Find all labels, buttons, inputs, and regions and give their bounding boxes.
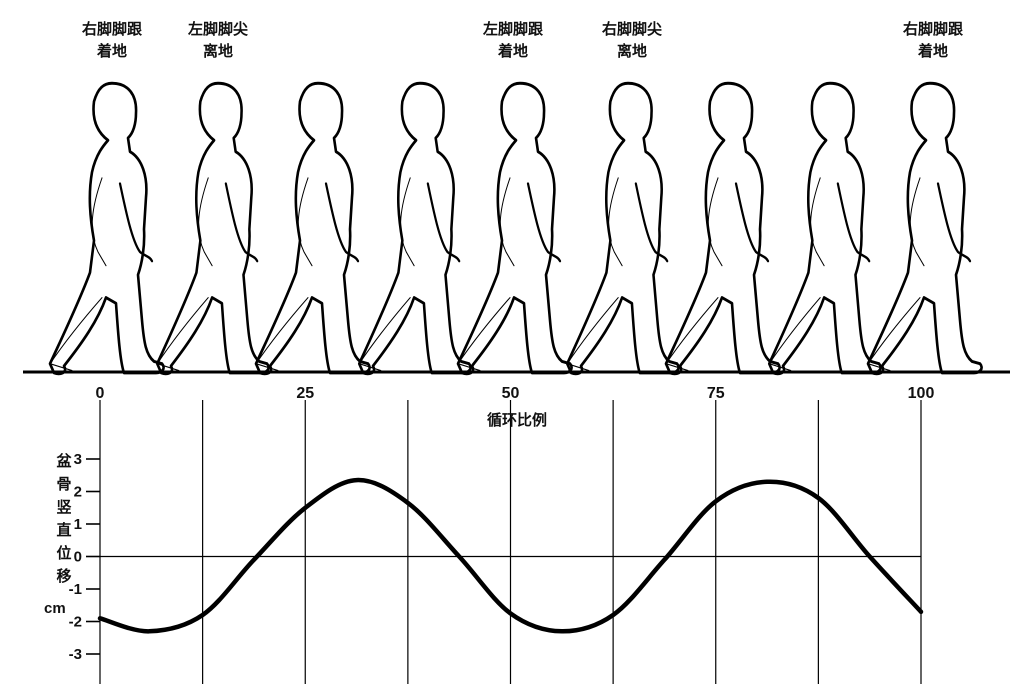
walking-figure [357, 81, 473, 376]
gait-event-label-line2: 着地 [497, 42, 528, 60]
y-axis-unit: cm [44, 600, 66, 617]
gait-event-label: 左脚脚跟着地 [453, 18, 573, 62]
gait-event-label-line2: 着地 [96, 42, 127, 60]
gait-event-label-line1: 右脚脚跟 [81, 20, 142, 38]
gait-event-label: 右脚脚跟着地 [873, 18, 993, 62]
x-tick-label: 75 [707, 385, 725, 402]
walking-figure [48, 81, 166, 376]
gait-event-label-line1: 左脚脚跟 [482, 20, 543, 38]
walking-figure [767, 81, 883, 376]
pelvis-vertical-displacement-chart: 3 2 1 0 -1 -2 -3 0 25 50 75 100 [69, 385, 935, 684]
y-axis-label-char: 盆 [56, 452, 72, 470]
y-axis-label-char: 移 [56, 567, 72, 585]
walking-figure [664, 81, 782, 376]
y-tick-label: 3 [74, 451, 82, 468]
y-axis-label-char: 骨 [56, 475, 72, 493]
gait-event-label: 左脚脚尖离地 [158, 18, 278, 62]
y-tick-label: -1 [69, 581, 82, 598]
gait-event-label: 右脚脚尖离地 [572, 18, 692, 62]
y-tick-label: -3 [69, 646, 82, 663]
gait-event-label-line1: 右脚脚尖 [601, 20, 662, 38]
walking-figure [866, 81, 984, 376]
gait-event-label-line2: 着地 [917, 42, 948, 60]
walking-figure [456, 81, 574, 376]
x-tick-label: 100 [908, 385, 935, 402]
x-tick-label: 25 [296, 385, 314, 402]
y-axis-label-char: 位 [56, 544, 72, 562]
gait-event-label-line2: 离地 [616, 42, 647, 60]
walking-figure [565, 81, 681, 376]
y-axis-label: 盆 骨 竖 直 位 移 [52, 450, 76, 588]
gait-event-label-line2: 离地 [202, 42, 233, 60]
y-axis-label-char: 直 [56, 521, 72, 539]
walking-figure [254, 81, 372, 376]
gait-event-label: 右脚脚跟着地 [52, 18, 172, 62]
x-axis-label: 循环比例 [486, 411, 547, 429]
y-axis-label-char: 竖 [56, 498, 72, 516]
y-tick-label: 0 [74, 549, 82, 566]
y-tick-label: 1 [74, 516, 82, 533]
pelvis-displacement-line [97, 477, 924, 634]
gait-event-label-line1: 右脚脚跟 [902, 20, 963, 38]
walking-figure [155, 81, 271, 376]
y-tick-label: 2 [74, 484, 82, 501]
gait-event-label-line1: 左脚脚尖 [187, 20, 248, 38]
x-tick-label: 0 [96, 385, 105, 402]
x-tick-label: 50 [502, 385, 520, 402]
y-tick-label: -2 [69, 614, 82, 631]
